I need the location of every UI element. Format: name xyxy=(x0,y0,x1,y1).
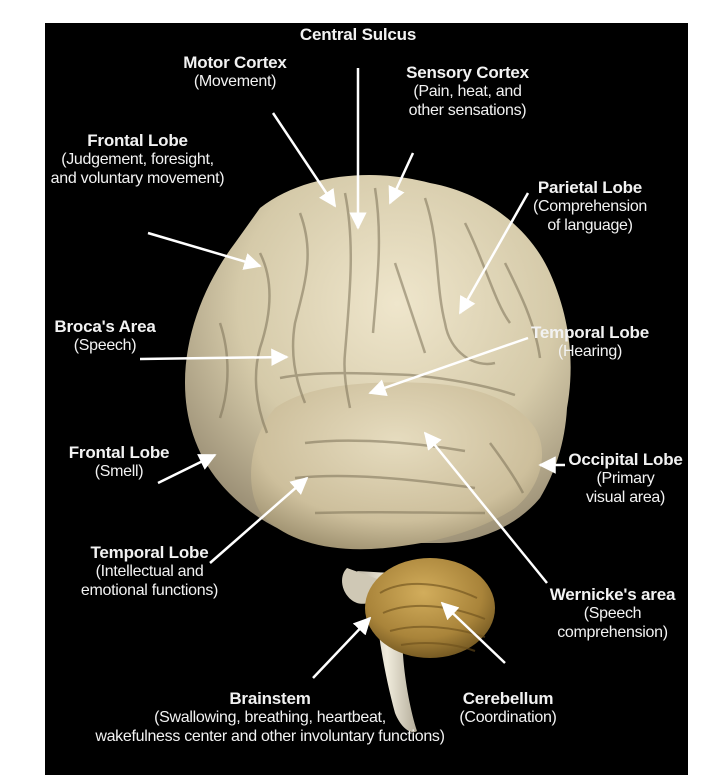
frontal-lobe-top-title: Frontal Lobe xyxy=(45,131,230,151)
sensory-cortex-title: Sensory Cortex xyxy=(385,63,550,83)
brocas-area-desc: (Speech) xyxy=(45,337,165,356)
brainstem-title: Brainstem xyxy=(75,689,465,709)
label-motor-cortex: Motor Cortex (Movement) xyxy=(155,53,315,92)
brainstem-desc: (Swallowing, breathing, heartbeat, wakef… xyxy=(75,709,465,747)
temporal-lobe-left-desc: (Intellectual and emotional functions) xyxy=(67,563,232,601)
diagram-panel: Central Sulcus Motor Cortex (Movement) S… xyxy=(45,23,688,775)
motor-cortex-title: Motor Cortex xyxy=(155,53,315,73)
label-frontal-lobe-smell: Frontal Lobe (Smell) xyxy=(59,443,179,482)
motor-cortex-desc: (Movement) xyxy=(155,73,315,92)
label-sensory-cortex: Sensory Cortex (Pain, heat, and other se… xyxy=(385,63,550,121)
wernickes-area-title: Wernicke's area xyxy=(545,585,680,605)
label-central-sulcus: Central Sulcus xyxy=(268,25,448,45)
cerebellum-title: Cerebellum xyxy=(443,689,573,709)
label-brocas-area: Broca's Area (Speech) xyxy=(45,317,165,356)
brainstem-arrow xyxy=(313,618,370,678)
temporal-lobe-left-title: Temporal Lobe xyxy=(67,543,232,563)
wernickes-area-desc: (Speech comprehension) xyxy=(545,605,680,643)
parietal-lobe-title: Parietal Lobe xyxy=(515,178,665,198)
label-wernickes-area: Wernicke's area (Speech comprehension) xyxy=(545,585,680,643)
label-temporal-lobe-left: Temporal Lobe (Intellectual and emotiona… xyxy=(67,543,232,601)
label-temporal-lobe-right: Temporal Lobe (Hearing) xyxy=(520,323,660,362)
occipital-lobe-desc: (Primary visual area) xyxy=(563,470,688,508)
frontal-lobe-smell-title: Frontal Lobe xyxy=(59,443,179,463)
temporal-lobe-right-desc: (Hearing) xyxy=(520,343,660,362)
label-frontal-lobe-top: Frontal Lobe (Judgement, foresight, and … xyxy=(45,131,230,189)
temporal-lobe-right-title: Temporal Lobe xyxy=(520,323,660,343)
cerebellum-desc: (Coordination) xyxy=(443,709,573,728)
label-parietal-lobe: Parietal Lobe (Comprehension of language… xyxy=(515,178,665,236)
central-sulcus-title: Central Sulcus xyxy=(268,25,448,45)
label-occipital-lobe: Occipital Lobe (Primary visual area) xyxy=(563,450,688,508)
frontal-lobe-top-desc: (Judgement, foresight, and voluntary mov… xyxy=(45,151,230,189)
sensory-cortex-desc: (Pain, heat, and other sensations) xyxy=(385,83,550,121)
label-brainstem: Brainstem (Swallowing, breathing, heartb… xyxy=(75,689,465,747)
occipital-lobe-title: Occipital Lobe xyxy=(563,450,688,470)
frontal-lobe-smell-desc: (Smell) xyxy=(59,463,179,482)
brocas-area-title: Broca's Area xyxy=(45,317,165,337)
parietal-lobe-desc: (Comprehension of language) xyxy=(515,198,665,236)
label-cerebellum: Cerebellum (Coordination) xyxy=(443,689,573,728)
